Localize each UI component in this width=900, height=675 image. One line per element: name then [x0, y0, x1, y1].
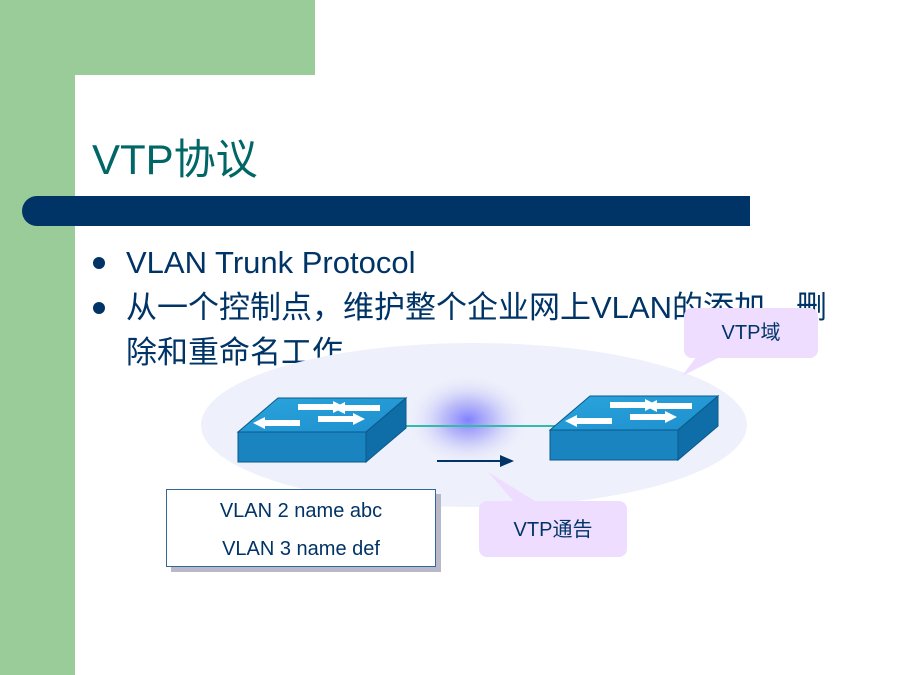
- vtp-advertisement-label: VTP通告: [513, 519, 593, 541]
- bullet-item: VLAN Trunk Protocol: [92, 240, 832, 285]
- callout-domain-pointer: [682, 352, 730, 376]
- bullet-dot-icon: [93, 257, 105, 269]
- signal-glow: [406, 374, 530, 466]
- bullet-dot-icon: [93, 302, 105, 314]
- slide-title: VTP协议: [92, 136, 258, 183]
- network-switch-icon: [236, 396, 408, 464]
- vtp-advertisement-callout: VTP通告: [479, 501, 627, 557]
- vlan-list-item: VLAN 3 name def: [222, 538, 380, 560]
- vlan-list-box: VLAN 2 name abc VLAN 3 name def: [166, 489, 436, 567]
- arrow-right-icon: [437, 455, 514, 467]
- bullet-text: VLAN Trunk Protocol: [126, 245, 416, 280]
- vlan-list-item: VLAN 2 name abc: [219, 500, 383, 522]
- network-switch-icon: [548, 394, 720, 462]
- top-green-band: [0, 0, 315, 75]
- sidebar-green-band: [0, 0, 75, 675]
- vtp-domain-callout: VTP域: [684, 308, 818, 358]
- callout-ad-pointer: [488, 472, 538, 503]
- vtp-domain-label: VTP域: [721, 322, 781, 344]
- title-underline-bar: [22, 196, 750, 226]
